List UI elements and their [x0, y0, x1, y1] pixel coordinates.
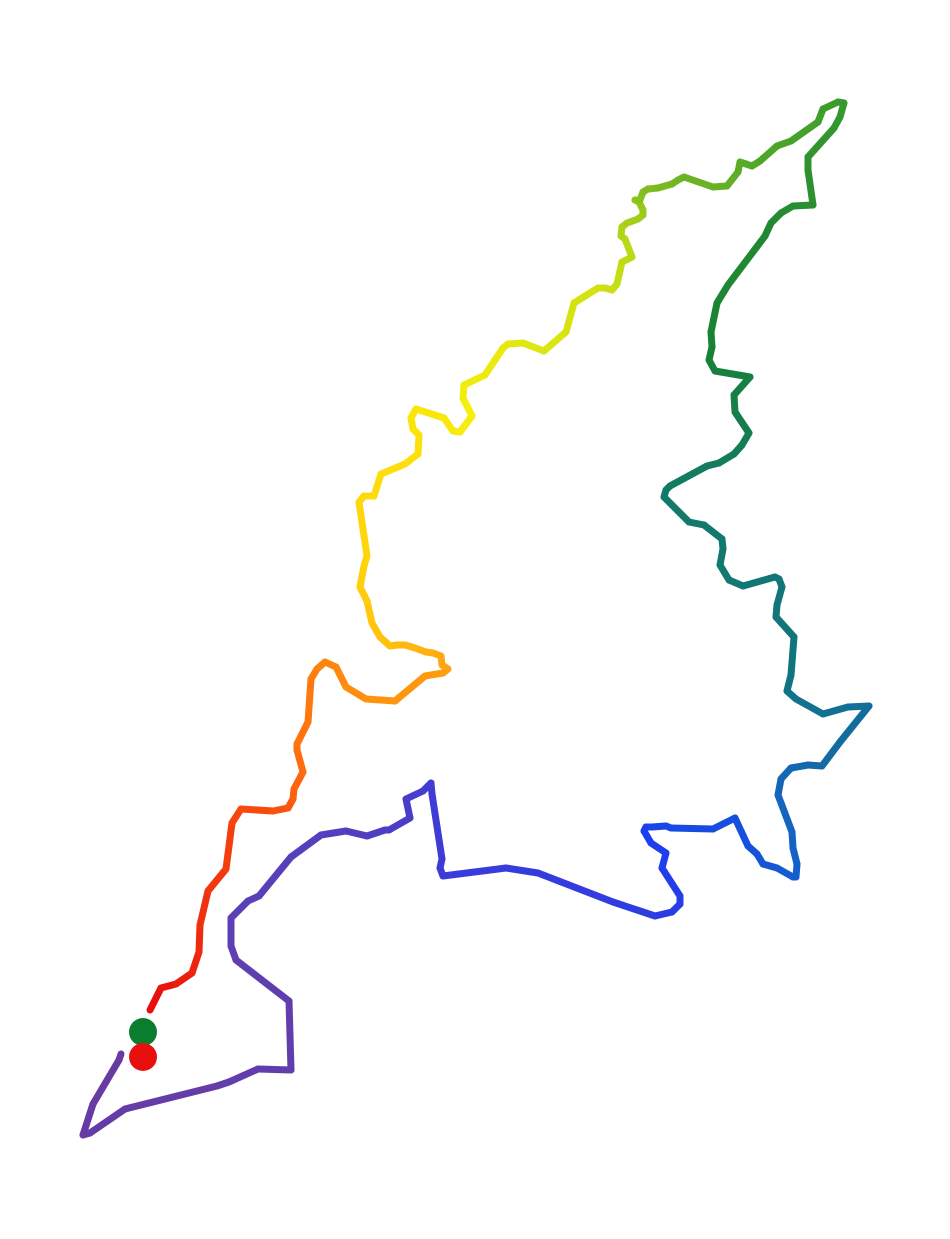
route-segment: [232, 956, 293, 1005]
route-segment: [121, 1082, 221, 1113]
route-segment: [356, 562, 368, 591]
route-segment: [711, 367, 754, 381]
route-segment: [195, 921, 204, 956]
route-segment: [613, 258, 626, 288]
route-segment: [658, 864, 684, 900]
route-segment: [666, 462, 711, 490]
route-segment: [287, 831, 325, 861]
route-segment: [363, 597, 376, 627]
route-segment: [439, 864, 510, 880]
route-segment: [787, 118, 822, 145]
route-segment: [660, 493, 693, 526]
route-segment: [342, 827, 371, 840]
route-segment: [293, 718, 312, 748]
route-segment: [89, 1056, 123, 1108]
route-segment: [519, 339, 548, 355]
route-segment: [377, 460, 409, 478]
route-segment: [481, 344, 507, 379]
route-segment: [731, 814, 752, 850]
route-segment: [460, 371, 489, 389]
route-segment: [570, 284, 602, 307]
route-segment: [540, 328, 570, 355]
route-segment: [730, 373, 754, 399]
route-segment: [818, 738, 844, 770]
route-segment: [667, 824, 717, 833]
route-segment: [255, 853, 295, 900]
route-segment: [804, 124, 838, 161]
route-segment: [332, 663, 350, 691]
route-segment: [362, 695, 399, 705]
route-segment: [700, 521, 726, 543]
route-segment: [412, 405, 448, 422]
route-segment: [146, 984, 165, 1014]
route-segment: [196, 887, 212, 929]
route-segment: [293, 746, 307, 776]
route-segment: [724, 232, 769, 289]
route-segment: [804, 166, 817, 209]
route-segment: [225, 1065, 262, 1086]
route-segment: [756, 142, 781, 165]
route-segment: [709, 814, 739, 833]
route-segment: [227, 897, 252, 922]
route-segment: [772, 613, 798, 641]
route-segment: [502, 864, 542, 877]
route-segment: [222, 819, 236, 873]
route-segment: [317, 827, 350, 839]
route-segment: [254, 1065, 295, 1074]
route-segment: [115, 1050, 125, 1064]
route-segment: [237, 805, 277, 815]
route-segment: [713, 281, 732, 307]
route-segment: [391, 672, 429, 705]
route-segment: [204, 865, 230, 895]
route-segment: [774, 791, 796, 836]
start-marker[interactable]: [129, 1018, 157, 1046]
route-segment: [534, 869, 617, 906]
route-segment: [562, 299, 578, 336]
route-line: [79, 98, 873, 1139]
route-segment: [792, 695, 827, 718]
route-segment: [304, 675, 315, 726]
route-segment: [787, 633, 798, 679]
route-segment: [86, 1105, 129, 1137]
route-segment: [285, 997, 295, 1074]
route-segment: [385, 814, 414, 834]
route-segment: [79, 1100, 97, 1139]
route-segment: [342, 683, 370, 703]
route-segment: [819, 703, 852, 718]
route-segment: [680, 173, 717, 191]
route-segment: [355, 498, 371, 560]
route-segment: [370, 470, 385, 500]
route-segment: [428, 790, 446, 863]
route-segment: [707, 299, 721, 336]
route-segment: [836, 702, 873, 746]
route-segment: [731, 408, 753, 437]
route-segment: [609, 898, 644, 915]
end-marker[interactable]: [129, 1043, 157, 1071]
route-segment: [739, 573, 779, 590]
route-segment: [188, 948, 203, 977]
